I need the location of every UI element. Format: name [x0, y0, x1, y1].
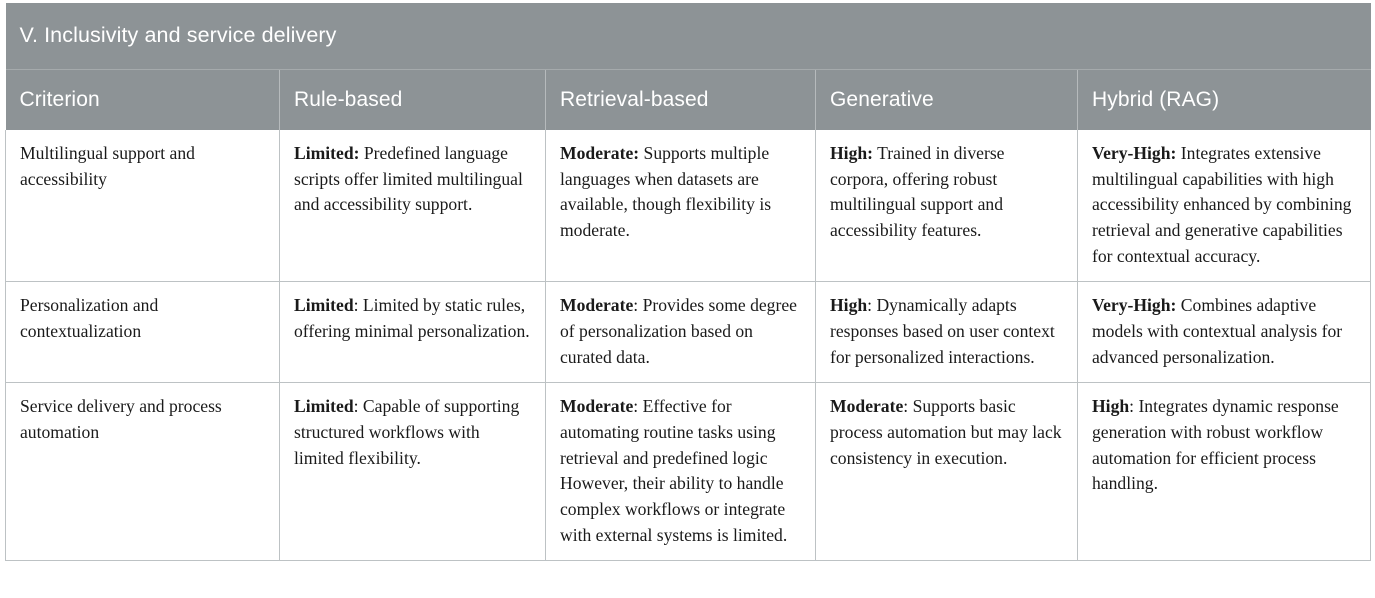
cell-description: Combines adaptive models with contextual… [1092, 295, 1343, 367]
cell-hybrid-rag: Very-High: Combines adaptive models with… [1076, 281, 1372, 384]
cell-description: Integrates extensive multilingual capabi… [1092, 143, 1352, 266]
cell-rating-label: Moderate [560, 295, 634, 316]
inclusivity-comparison-table: V. Inclusivity and service delivery Crit… [5, 3, 1372, 562]
cell-rating-label: High [1092, 396, 1130, 417]
cell-retrieval-based: Moderate: Supports multiple languages wh… [545, 130, 816, 283]
cell-rating-label: Very-High: [1092, 143, 1177, 163]
table-body: Multilingual support and accessibility L… [5, 130, 1372, 562]
cell-rating-label: Limited: [294, 143, 360, 163]
cell-generative: Moderate: Supports basic process automat… [815, 382, 1078, 562]
cell-description: : Provides some degree of personalizatio… [560, 295, 797, 367]
cell-rating-label: Moderate: [560, 143, 640, 163]
cell-rating-label: Limited [294, 396, 354, 417]
table-header: V. Inclusivity and service delivery Crit… [5, 3, 1371, 130]
cell-retrieval-based: Moderate: Effective for automating routi… [545, 382, 816, 562]
cell-rating-label: High [830, 295, 868, 316]
column-header-rule-based: Rule-based [279, 69, 546, 130]
cell-rule-based: Limited: Capable of supporting structure… [279, 382, 546, 562]
cell-criterion: Personalization and contextualization [5, 281, 280, 384]
cell-description: : Effective for automating routine tasks… [560, 396, 788, 545]
table-row: Service delivery and process automation … [5, 382, 1372, 562]
cell-rating-label: Moderate [830, 396, 904, 417]
cell-criterion: Service delivery and process automation [5, 382, 280, 562]
column-header-generative: Generative [815, 69, 1078, 130]
column-header-criterion: Criterion [5, 69, 280, 130]
cell-rule-based: Limited: Limited by static rules, offeri… [279, 281, 546, 384]
cell-description: : Supports basic process automation but … [830, 396, 1062, 468]
cell-rule-based: Limited: Predefined language scripts off… [279, 130, 546, 283]
cell-rating-label: Limited [294, 295, 354, 316]
table-row: Multilingual support and accessibility L… [5, 130, 1372, 283]
cell-description: Trained in diverse corpora, offering rob… [830, 143, 1005, 241]
cell-description: : Capable of supporting structured workf… [294, 396, 520, 468]
cell-rating-label: Very-High: [1092, 295, 1177, 316]
cell-hybrid-rag: High: Integrates dynamic response genera… [1076, 382, 1372, 562]
cell-rating-label: High: [830, 143, 874, 163]
table-row: Personalization and contextualization Li… [5, 281, 1372, 384]
table-title: V. Inclusivity and service delivery [5, 3, 1371, 70]
cell-generative: High: Trained in diverse corpora, offeri… [815, 130, 1078, 283]
column-header-row: Criterion Rule-based Retrieval-based Gen… [5, 69, 1371, 130]
column-header-hybrid-rag: Hybrid (RAG) [1076, 69, 1371, 130]
cell-description: : Dynamically adapts responses based on … [830, 295, 1055, 367]
cell-rating-label: Moderate [560, 396, 634, 417]
cell-generative: High: Dynamically adapts responses based… [815, 281, 1078, 384]
cell-description: Supports multiple languages when dataset… [560, 143, 772, 241]
cell-retrieval-based: Moderate: Provides some degree of person… [545, 281, 816, 384]
cell-description: : Integrates dynamic response generation… [1092, 396, 1339, 494]
cell-hybrid-rag: Very-High: Integrates extensive multilin… [1076, 130, 1372, 283]
column-header-retrieval-based: Retrieval-based [545, 69, 816, 130]
cell-description: Predefined language scripts offer limite… [294, 143, 523, 215]
cell-criterion: Multilingual support and accessibility [5, 130, 280, 283]
table-title-row: V. Inclusivity and service delivery [5, 3, 1371, 70]
cell-description: : Limited by static rules, offering mini… [294, 295, 530, 342]
